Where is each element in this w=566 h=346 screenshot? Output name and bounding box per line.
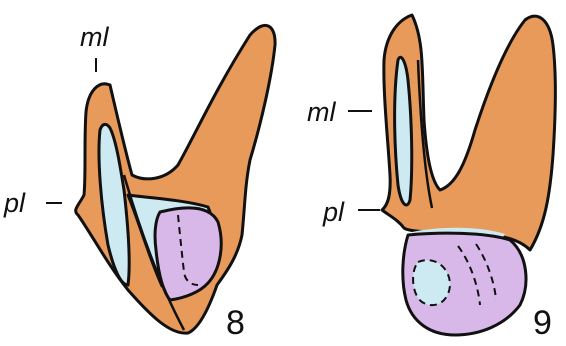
figure-9-pl-label: pl [322,197,345,227]
figure-8-pl-label: pl [3,188,26,218]
figure-9: ml pl 9 [307,15,555,342]
figure-8: ml pl 8 [3,22,275,342]
figure-9-blue-streak [395,57,412,205]
figure-8-ml-label: ml [80,22,109,52]
figure-8-number: 8 [226,304,245,342]
figure-9-ml-label: ml [307,97,336,127]
figure-9-number: 9 [533,304,552,342]
